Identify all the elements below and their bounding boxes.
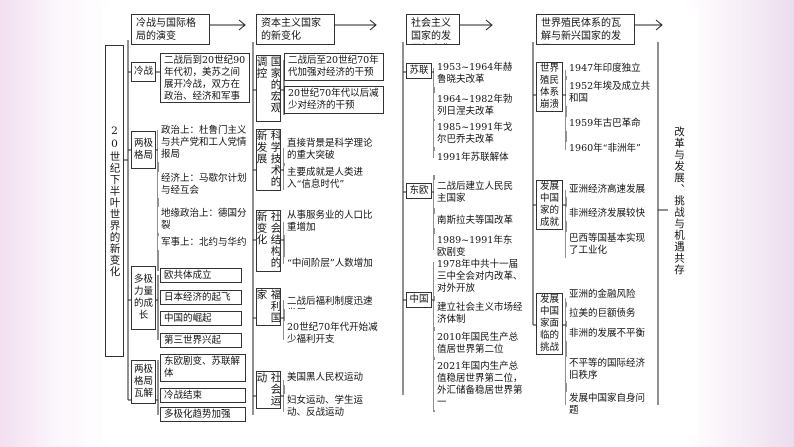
label-ussr: 苏联: [406, 63, 432, 79]
collapse-cold-war-end: 冷战结束: [160, 388, 246, 403]
multipolar-third-world: 第三世界兴起: [160, 333, 242, 348]
header-capitalist: 资本主义国家的新变化: [256, 14, 335, 45]
ussr-khrushchev: 1953~1964年赫鲁晓夫改革: [434, 61, 524, 87]
ee-upheaval: 1989~1991年东欧剧变: [434, 234, 524, 260]
macro-strengthen: 二战后至20世纪70年代加强对经济的干预: [284, 53, 384, 81]
ee-yugoslavia: 南斯拉夫等国改革: [434, 214, 524, 228]
label-china: 中国: [406, 292, 432, 308]
diagram-outcome: 改革与发展、挑战与机遇共存: [668, 45, 690, 357]
challenge-asia-finance: 亚洲的金融风险: [566, 288, 654, 302]
movement-civil-rights: 美国黑人民权运动: [284, 371, 384, 385]
colonial-cuba: 1959年古巴革命: [566, 117, 654, 131]
china-market-economy: 建立社会主义市场经济体制: [434, 301, 526, 327]
achieve-brazil: 巴西等国基本实现了工业化: [566, 232, 654, 258]
header-socialist: 社会主义国家的发展与变化: [406, 14, 460, 45]
bipolar-geopolitics: 地缘政治上：德国分裂: [158, 207, 250, 233]
ussr-brezhnev: 1964~1982年勃列日涅夫改革: [434, 93, 524, 119]
label-cold-war: 冷战: [131, 62, 156, 82]
label-bipolar-collapse: 两极格局瓦解: [131, 360, 156, 404]
colonial-india: 1947年印度独立: [566, 62, 654, 76]
label-eastern-europe: 东欧: [406, 183, 432, 199]
collapse-multipolar: 多极化趋势加强: [160, 407, 246, 422]
label-colonial-collapse: 世界殖民体系崩溃: [536, 62, 563, 112]
multipolar-ec: 欧共体成立: [160, 268, 242, 283]
header-colonial: 世界殖民体系的瓦解与新兴国家的发展: [536, 14, 635, 45]
china-2021: 2021年国内生产总值稳居世界第二位，外汇储备稳居世界第一: [434, 360, 526, 410]
welfare-growth: 二战后福利制度迅速发展: [284, 295, 384, 309]
label-multipolar: 多极力量的成长: [131, 266, 156, 330]
science-background: 直接背景是科学理论的重大突破: [284, 137, 384, 163]
china-reform: 1978年中共十一届三中全会对内改革、对外开放: [434, 258, 526, 296]
bipolar-politics: 政治上：杜鲁门主义与共产党和工人党情报局: [158, 124, 250, 162]
bipolar-military: 军事上：北约与华约: [158, 236, 250, 250]
challenge-latam-debt: 拉美的巨额债务: [566, 307, 654, 321]
multipolar-japan: 日本经济的起飞: [160, 290, 242, 305]
label-welfare: 福利国家: [256, 288, 281, 326]
header-cold-war: 冷战与国际格局的演变: [131, 14, 210, 45]
achieve-asia: 亚洲经济高速发展: [566, 183, 654, 197]
label-developing-challenges: 发展中国家面临的挑战: [536, 293, 563, 355]
label-science-tech: 科学技术的新发展: [256, 129, 281, 191]
colonial-africa-year: 1960年“非洲年”: [566, 142, 654, 156]
ussr-gorbachev: 1985~1991年戈尔巴乔夫改革: [434, 121, 524, 147]
label-social-structure: 社会结构的新变化: [256, 210, 281, 272]
ee-people-democracy: 二战后建立人民民主国家: [434, 180, 524, 208]
movement-others: 妇女运动、学生运动、反战运动: [284, 394, 384, 420]
label-social-movement: 社会运动: [256, 371, 281, 409]
social-service: 从事服务业的人口比重增加: [284, 209, 384, 235]
collapse-soviet: 东欧剧变、苏联解体: [160, 354, 246, 382]
label-developing-achievements: 发展中国家的成就: [536, 180, 563, 230]
science-achievement: 主要成就是人类进入“信息时代”: [284, 166, 384, 192]
label-bipolar: 两极格局: [131, 131, 156, 169]
diagram-title: 20世纪下半叶世界的新变化: [105, 45, 124, 357]
ussr-dissolution: 1991年苏联解体: [434, 151, 524, 165]
welfare-cut: 20世纪70年代开始减少福利开支: [284, 321, 384, 347]
colonial-egypt: 1952年埃及成立共和国: [566, 80, 654, 106]
social-middle-class: “中间阶层”人数增加: [284, 257, 384, 271]
achieve-africa: 非洲经济发展较快: [566, 207, 654, 221]
china-2010: 2010年国民生产总值居世界第二位: [434, 331, 526, 357]
cold-war-desc: 二战后到20世纪90年代初，美苏之间展开冷战，双方在政治、经济和军事领域长期对峙…: [160, 53, 250, 103]
label-macro-control: 国家的宏观调控: [256, 55, 281, 122]
challenge-africa: 非洲的发展不平衡: [566, 327, 654, 341]
challenge-self: 发展中国家自身问题: [566, 392, 654, 418]
challenge-old-order: 不平等的国际经济旧秩序: [566, 357, 654, 383]
macro-reduce: 20世纪70年代以后减少对经济的干预: [284, 86, 384, 114]
multipolar-china: 中国的崛起: [160, 311, 242, 326]
bipolar-economy: 经济上：马歇尔计划与经互会: [158, 172, 250, 198]
